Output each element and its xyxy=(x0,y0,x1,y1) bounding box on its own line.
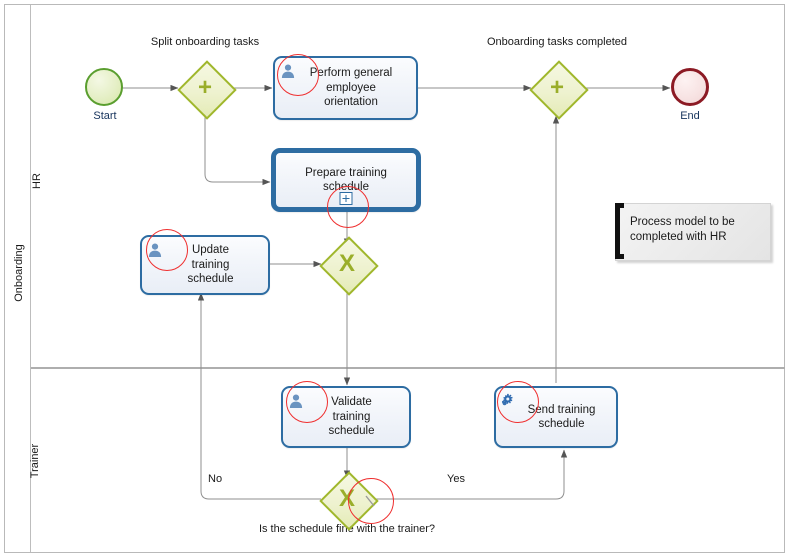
lane-label-trainer: Trainer xyxy=(29,443,41,479)
pool-label: Onboarding xyxy=(13,244,25,302)
exclusive-gateway-decision[interactable]: X xyxy=(319,471,379,531)
flow-label-yes: Yes xyxy=(447,473,465,485)
user-icon xyxy=(281,64,295,78)
task-label: Send training schedule xyxy=(527,403,596,430)
task-update-training-schedule[interactable]: Update training schedule xyxy=(140,235,270,295)
text-annotation-label: Process model to be completed with HR xyxy=(630,216,735,243)
text-annotation-note: Process model to be completed with HR xyxy=(615,203,771,261)
start-event[interactable] xyxy=(85,68,123,106)
task-label: Perform general employee orientation xyxy=(309,67,393,109)
subprocess-prepare-training-schedule[interactable]: Prepare training schedule xyxy=(271,148,421,212)
task-label: Validate training schedule xyxy=(328,396,375,438)
user-icon xyxy=(148,243,162,257)
x-glyph: X xyxy=(338,250,355,277)
plus-glyph: + xyxy=(549,74,564,101)
gateway-label-join: Onboarding tasks completed xyxy=(486,36,628,48)
gateway-label-split: Split onboarding tasks xyxy=(150,36,260,48)
subprocess-label: Prepare training schedule xyxy=(305,166,387,193)
flow-label-no: No xyxy=(208,473,223,485)
end-event-caption: End xyxy=(680,110,700,122)
exclusive-gateway-merge[interactable]: X xyxy=(319,236,379,296)
parallel-gateway-join[interactable]: + xyxy=(529,60,589,120)
end-event[interactable] xyxy=(671,68,709,106)
lane-label-hr: HR xyxy=(31,173,43,189)
pool-header-onboarding: Onboarding xyxy=(5,5,31,552)
task-perform-general-employee-orientation[interactable]: Perform general employee orientation xyxy=(273,56,418,120)
plus-marker-icon[interactable] xyxy=(339,192,353,205)
task-validate-training-schedule[interactable]: Validate training schedule xyxy=(281,386,411,448)
parallel-gateway-split[interactable]: + xyxy=(177,60,237,120)
start-event-caption: Start xyxy=(93,110,117,122)
gear-icon xyxy=(501,393,513,406)
plus-glyph: + xyxy=(197,74,212,101)
x-glyph: X xyxy=(338,485,355,512)
lane-divider xyxy=(31,367,785,369)
task-send-training-schedule[interactable]: Send training schedule xyxy=(494,386,618,448)
task-label: Update training schedule xyxy=(187,244,234,286)
user-icon xyxy=(289,394,303,408)
